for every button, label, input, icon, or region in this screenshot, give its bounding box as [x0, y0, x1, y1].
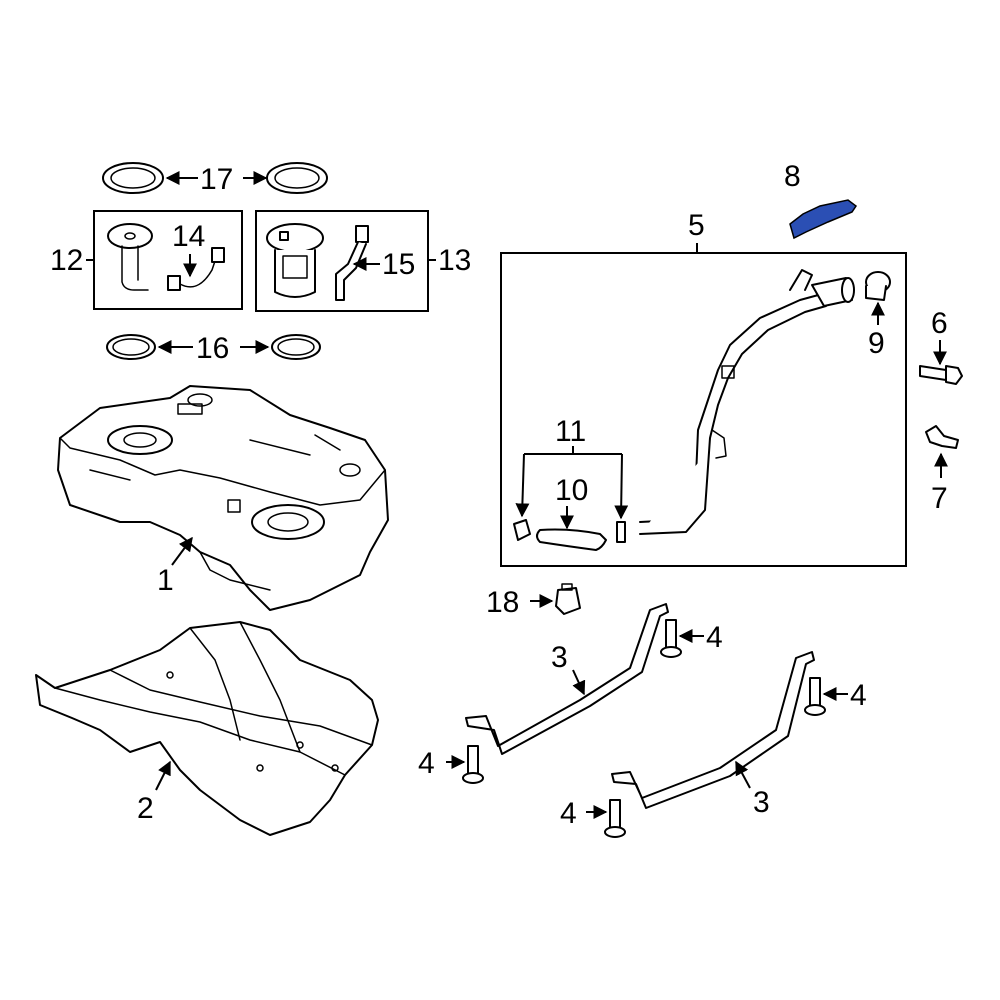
callout-5: 5 [688, 209, 705, 242]
callout-4-c: 4 [418, 747, 435, 780]
lock-ring-part-17-right [266, 162, 328, 194]
fuel-level-sender-unit [107, 223, 153, 291]
bolt-part-4-b [804, 677, 826, 716]
fuel-tank-part-1 [57, 385, 389, 611]
clip-part-7 [925, 425, 959, 449]
callout-13: 13 [438, 244, 471, 277]
callout-16: 16 [196, 332, 229, 365]
callout-17: 17 [200, 163, 233, 196]
leader-3-lower [735, 760, 751, 789]
leader-3-upper [572, 669, 586, 696]
callout-3-lower: 3 [753, 786, 770, 819]
callout-8: 8 [784, 160, 801, 193]
leader-1 [171, 536, 193, 566]
highlighted-part-8 [789, 199, 858, 240]
callout-7: 7 [931, 482, 948, 515]
callout-4-b: 4 [850, 679, 867, 712]
wiring-harness-part-14 [167, 247, 225, 291]
seal-part-16-right [271, 334, 321, 360]
callout-15: 15 [382, 248, 415, 281]
callout-4-a: 4 [706, 621, 723, 654]
bolt-part-4-a [660, 619, 682, 658]
callout-9: 9 [868, 327, 885, 360]
callout-2: 2 [137, 792, 154, 825]
callout-14: 14 [172, 220, 205, 253]
hose-part-10 [536, 528, 607, 551]
connector-part-18 [555, 583, 581, 615]
fuel-pump-module [266, 223, 324, 298]
clamp-part-11-left [513, 519, 531, 541]
bolt-part-6 [919, 365, 963, 385]
callout-18: 18 [486, 586, 519, 619]
seal-part-16-left [106, 334, 156, 360]
callout-4-d: 4 [560, 797, 577, 830]
callout-3-upper: 3 [551, 641, 568, 674]
leader-11-right [614, 453, 629, 520]
filler-cap-part-9 [865, 271, 891, 301]
callout-6: 6 [931, 307, 948, 340]
callout-1: 1 [157, 564, 174, 597]
callout-11: 11 [555, 415, 586, 448]
leader-2 [155, 760, 171, 791]
clamp-part-11-right [616, 521, 626, 543]
bolt-part-4-c [462, 745, 484, 784]
group-box-5 [500, 252, 907, 567]
fuel-filler-pipe [639, 269, 855, 535]
lock-ring-part-17-left [102, 162, 164, 194]
bolt-part-4-d [604, 799, 626, 838]
strap-part-3-upper [465, 603, 669, 755]
strap-part-3-lower [611, 651, 815, 809]
heat-shield-part-2 [35, 621, 379, 836]
callout-12: 12 [50, 244, 83, 277]
leader-11-left [515, 453, 530, 518]
callout-10: 10 [555, 474, 588, 507]
